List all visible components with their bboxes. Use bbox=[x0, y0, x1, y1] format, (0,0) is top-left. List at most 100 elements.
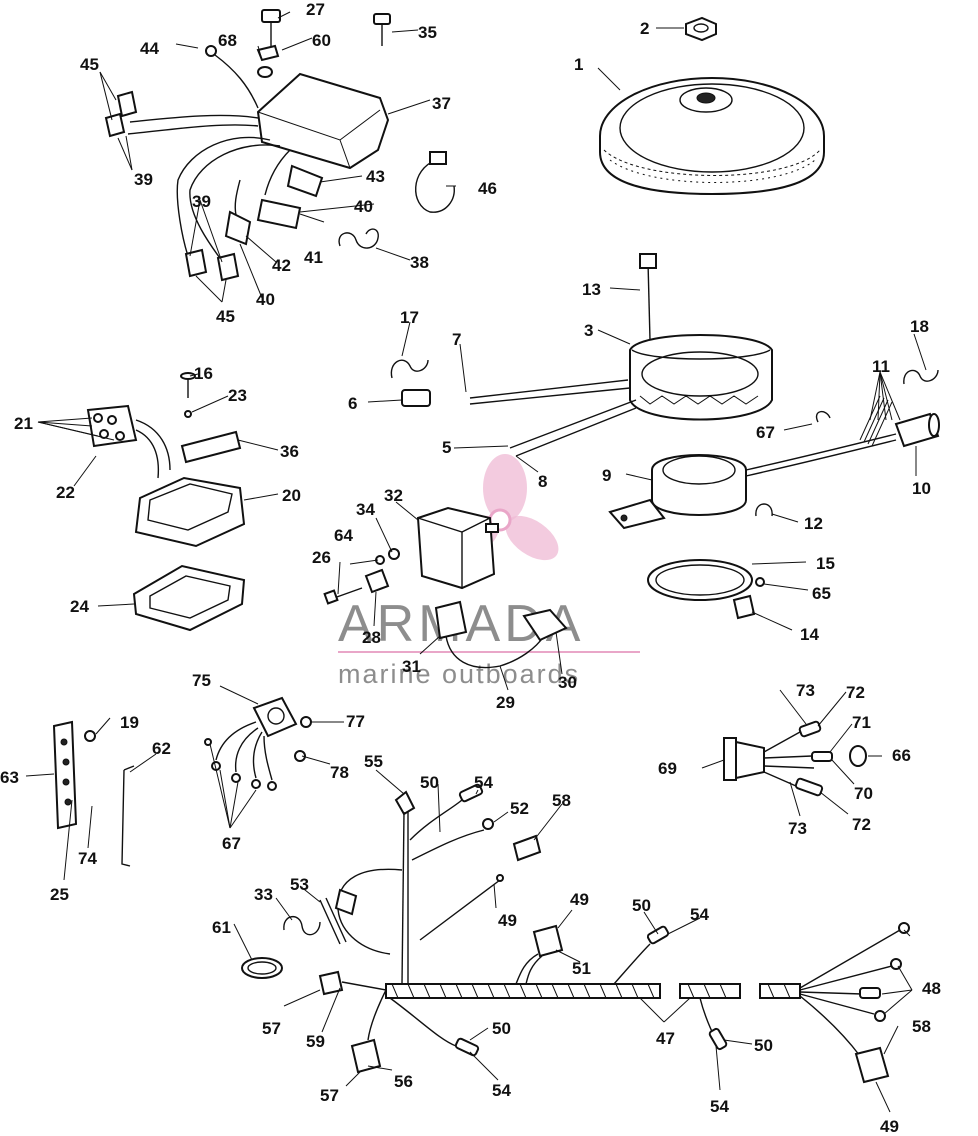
callout-13: 13 bbox=[582, 280, 601, 299]
callout-49-bottom: 49 bbox=[880, 1117, 899, 1136]
callout-33: 33 bbox=[254, 885, 273, 904]
callout-44: 44 bbox=[140, 39, 159, 58]
callout-69: 69 bbox=[658, 759, 677, 778]
callout-30: 30 bbox=[558, 673, 577, 692]
callout-6: 6 bbox=[348, 394, 357, 413]
callout-8: 8 bbox=[538, 472, 547, 491]
callout-19: 19 bbox=[120, 713, 139, 732]
callout-40-top: 40 bbox=[354, 197, 373, 216]
callout-20: 20 bbox=[282, 486, 301, 505]
callout-28: 28 bbox=[362, 628, 381, 647]
callout-16: 16 bbox=[194, 364, 213, 383]
callout-11: 11 bbox=[872, 357, 890, 376]
power-pack-group bbox=[104, 9, 455, 282]
callout-75: 75 bbox=[192, 671, 211, 690]
watermark-tagline: marine outboards bbox=[338, 659, 580, 689]
callout-63: 63 bbox=[0, 768, 19, 787]
callout-50-mid: 50 bbox=[632, 896, 651, 915]
callout-78: 78 bbox=[330, 763, 349, 782]
callout-15: 15 bbox=[816, 554, 835, 573]
callout-36: 36 bbox=[280, 442, 299, 461]
terminal-strip-group bbox=[52, 720, 135, 867]
callout-54-top: 54 bbox=[474, 773, 493, 792]
callout-14: 14 bbox=[800, 625, 819, 644]
callout-29: 29 bbox=[496, 693, 515, 712]
callout-45-top: 45 bbox=[80, 55, 99, 74]
callout-58-top: 58 bbox=[552, 791, 571, 810]
rectifier-group bbox=[86, 372, 246, 632]
ignition-coil-group bbox=[323, 506, 568, 669]
callout-22: 22 bbox=[56, 483, 75, 502]
callout-5: 5 bbox=[442, 438, 451, 457]
callout-46: 46 bbox=[478, 179, 497, 198]
callout-53: 53 bbox=[290, 875, 309, 894]
callout-60: 60 bbox=[312, 31, 331, 50]
callout-74: 74 bbox=[78, 849, 97, 868]
callout-35: 35 bbox=[418, 23, 437, 42]
callout-40-bottom: 40 bbox=[256, 290, 275, 309]
callout-73-top: 73 bbox=[796, 681, 815, 700]
callout-49-mid: 49 bbox=[570, 890, 589, 909]
flywheel bbox=[599, 77, 825, 196]
callout-57-top: 57 bbox=[262, 1019, 281, 1038]
callout-23: 23 bbox=[228, 386, 247, 405]
callout-12: 12 bbox=[804, 514, 823, 533]
callout-50-lower-right: 50 bbox=[754, 1036, 773, 1055]
callout-67-right: 67 bbox=[756, 423, 775, 442]
callout-labels: 27 35 2 68 60 44 45 1 37 39 43 46 39 40 … bbox=[0, 0, 941, 1136]
callout-45-bottom: 45 bbox=[216, 307, 235, 326]
callout-26: 26 bbox=[312, 548, 331, 567]
switch-group bbox=[204, 696, 312, 791]
callout-7: 7 bbox=[452, 330, 461, 349]
callout-50-top: 50 bbox=[420, 773, 439, 792]
callout-21: 21 bbox=[14, 414, 33, 433]
callout-66: 66 bbox=[892, 746, 911, 765]
callout-34: 34 bbox=[356, 500, 375, 519]
callout-68: 68 bbox=[218, 31, 237, 50]
wiring-harness bbox=[241, 783, 910, 1084]
callout-52: 52 bbox=[510, 799, 529, 818]
callout-77: 77 bbox=[346, 712, 365, 731]
callout-47: 47 bbox=[656, 1029, 675, 1048]
callout-25: 25 bbox=[50, 885, 69, 904]
callout-70: 70 bbox=[854, 784, 873, 803]
callout-54-lower-left: 54 bbox=[492, 1081, 511, 1100]
callout-3: 3 bbox=[584, 321, 593, 340]
callout-38: 38 bbox=[410, 253, 429, 272]
callout-2: 2 bbox=[640, 19, 649, 38]
callout-49-top: 49 bbox=[498, 911, 517, 930]
callout-41: 41 bbox=[304, 248, 323, 267]
leader-lines bbox=[25, 11, 927, 1113]
callout-64: 64 bbox=[334, 526, 353, 545]
callout-17: 17 bbox=[400, 308, 419, 327]
callout-58-bottom: 58 bbox=[912, 1017, 931, 1036]
callout-48: 48 bbox=[922, 979, 941, 998]
callout-51: 51 bbox=[572, 959, 591, 978]
callout-43: 43 bbox=[366, 167, 385, 186]
callout-37: 37 bbox=[432, 94, 451, 113]
callout-39-top: 39 bbox=[134, 170, 153, 189]
callout-55: 55 bbox=[364, 752, 383, 771]
callout-65: 65 bbox=[812, 584, 831, 603]
callout-71: 71 bbox=[852, 713, 871, 732]
callout-10: 10 bbox=[912, 479, 931, 498]
callout-54-lower-right: 54 bbox=[710, 1097, 729, 1116]
callout-42: 42 bbox=[272, 256, 291, 275]
flywheel-nut bbox=[685, 16, 717, 42]
callout-62: 62 bbox=[152, 739, 171, 758]
callout-54-mid: 54 bbox=[690, 905, 709, 924]
callout-72-top: 72 bbox=[846, 683, 865, 702]
callout-9: 9 bbox=[602, 466, 611, 485]
callout-67-left: 67 bbox=[222, 834, 241, 853]
callout-31: 31 bbox=[402, 657, 421, 676]
callout-27: 27 bbox=[306, 0, 325, 19]
callout-1: 1 bbox=[574, 55, 583, 74]
callout-72-bottom: 72 bbox=[852, 815, 871, 834]
callout-39-mid: 39 bbox=[192, 192, 211, 211]
callout-32: 32 bbox=[384, 486, 403, 505]
callout-73-bottom: 73 bbox=[788, 819, 807, 838]
callout-24: 24 bbox=[70, 597, 89, 616]
callout-50-lower-left: 50 bbox=[492, 1019, 511, 1038]
connector-group bbox=[723, 720, 867, 797]
